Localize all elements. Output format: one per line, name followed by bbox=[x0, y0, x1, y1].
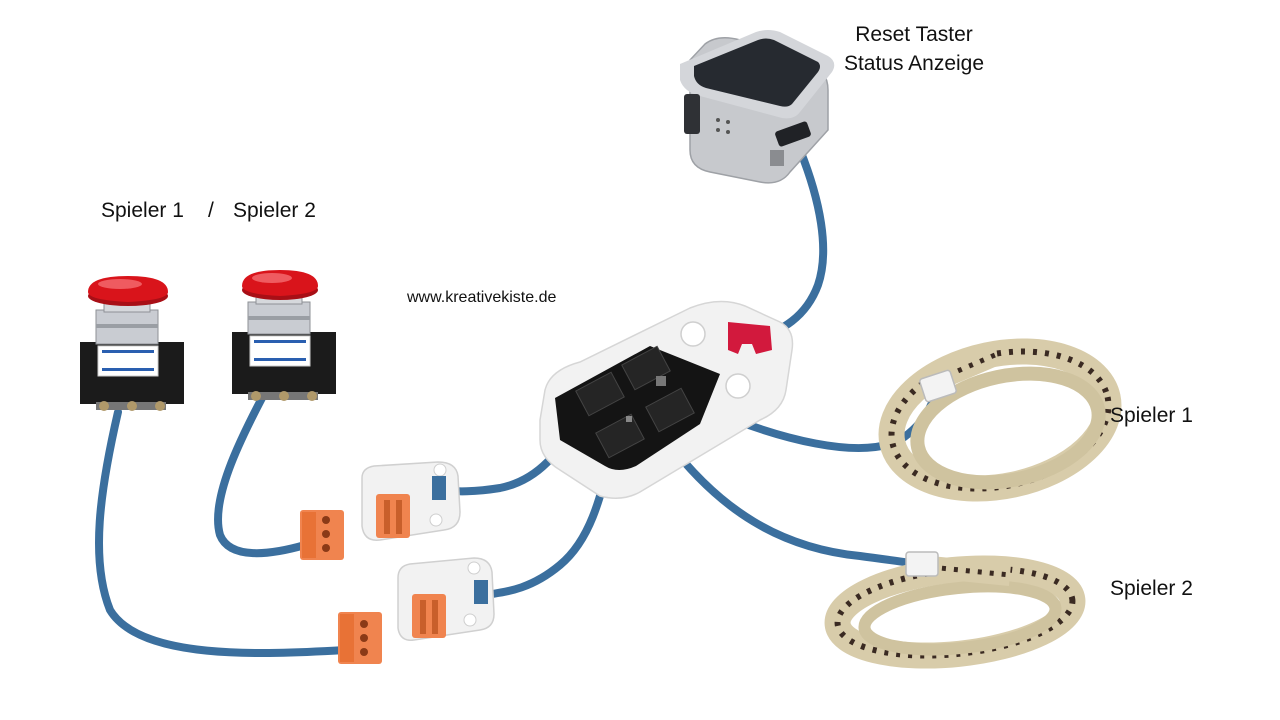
atom-screen bbox=[694, 38, 820, 107]
cable-button1-to-adapter2 bbox=[94, 408, 349, 658]
reset-label: Reset Taster Status Anzeige bbox=[834, 20, 994, 78]
website-label: www.kreativekiste.de bbox=[407, 289, 557, 306]
player1-strip-label: Spieler 1 bbox=[1110, 404, 1193, 427]
grove-port-red bbox=[728, 322, 772, 354]
strip2-connector bbox=[905, 551, 939, 577]
player-separator: / bbox=[208, 199, 214, 222]
push-button-icon[interactable] bbox=[80, 276, 184, 411]
grove-hub-icon[interactable] bbox=[539, 300, 794, 499]
cable-button2-to-adapter1 bbox=[214, 394, 309, 558]
cable-hub-to-strip2 bbox=[664, 438, 924, 568]
terminal-adapter-icon[interactable] bbox=[300, 461, 461, 560]
cables bbox=[94, 146, 939, 658]
player1-button-label: Spieler 1 bbox=[101, 199, 184, 222]
push-button-icon[interactable] bbox=[232, 270, 336, 401]
led-strip-icon bbox=[878, 338, 1122, 502]
player2-strip-label: Spieler 2 bbox=[1110, 577, 1193, 600]
player2-button-label: Spieler 2 bbox=[233, 199, 316, 222]
led-strip-icon bbox=[824, 555, 1086, 669]
reset-label-line2: Status Anzeige bbox=[843, 52, 985, 75]
strip1-connector bbox=[919, 369, 957, 403]
m5-atom-icon[interactable] bbox=[680, 30, 835, 184]
terminal-adapter-icon[interactable] bbox=[338, 557, 495, 664]
reset-label-line1: Reset Taster bbox=[855, 23, 973, 46]
